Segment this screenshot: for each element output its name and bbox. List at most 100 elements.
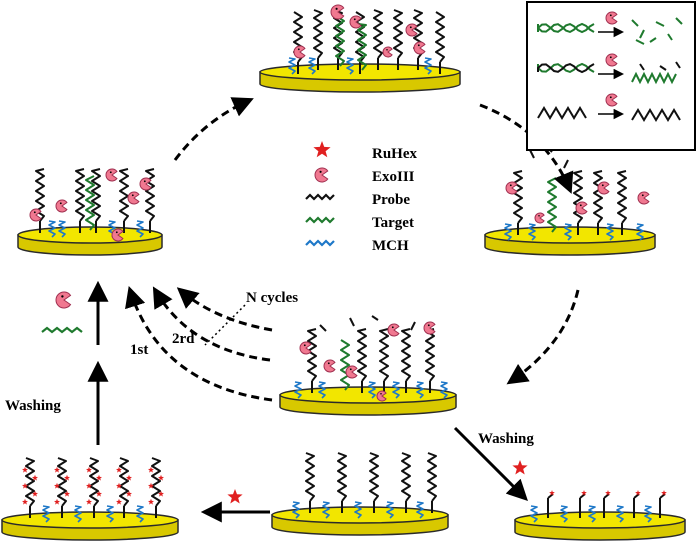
exoiii-eye (601, 184, 604, 187)
target-strand (340, 339, 350, 391)
mch-strand (136, 505, 144, 523)
inset-exoiii-icon (605, 53, 618, 67)
star-icon (512, 460, 528, 475)
arrow-washing-right (453, 426, 528, 501)
legend-mch-label: MCH (372, 238, 409, 254)
probe-strand (307, 328, 317, 382)
fragment (529, 149, 535, 159)
exoiii-pacman-icon (105, 168, 118, 182)
star-icon (64, 474, 70, 481)
probe-stub-tip (659, 493, 666, 499)
arrow-top-to-right (479, 103, 574, 194)
star-icon (126, 490, 132, 497)
probe-strand (573, 170, 583, 224)
exoiii-eye (427, 324, 430, 327)
star-icon (22, 498, 28, 505)
exoiii-eye (297, 48, 300, 51)
exoiii-eye (303, 344, 306, 347)
star-icon (32, 474, 38, 481)
legend-star-icon (313, 141, 331, 158)
mch-strand (560, 505, 568, 523)
legend-probe-label: Probe (372, 192, 410, 208)
exoiii-eye (609, 96, 612, 99)
legend-target-label: Target (372, 215, 414, 231)
star-icon (54, 466, 60, 473)
helix-strand-b (537, 62, 595, 74)
cycle-arrows (125, 97, 580, 402)
exoiii-eye (409, 26, 412, 29)
exoiii-eye (61, 295, 64, 298)
mch-strand (318, 381, 326, 399)
probe-strand (119, 168, 129, 222)
inset-fragment (655, 21, 665, 27)
inset-fragment (639, 63, 645, 71)
probe-strand (305, 452, 315, 502)
exoiii-eye (143, 180, 146, 183)
inset-probe (537, 106, 587, 120)
exoiii-pacman-icon (637, 191, 650, 205)
exoiii-pacman-icon (413, 41, 426, 55)
mch-strand (288, 57, 296, 75)
legend-probe-icon (305, 193, 335, 201)
probe-strand (427, 452, 437, 502)
probe-strand (75, 168, 85, 222)
exoiii-pacman-icon (55, 199, 68, 213)
legend-mch-icon (305, 239, 335, 247)
probe-strand (25, 457, 35, 507)
electrode-right (484, 226, 656, 244)
markers (22, 4, 667, 505)
star-icon (116, 466, 122, 473)
exoiii-eye (131, 194, 134, 197)
mch-strand (368, 381, 376, 399)
mch-strand (308, 57, 316, 75)
solid-arrows (87, 280, 528, 523)
star-icon (96, 490, 102, 497)
probe-strand (593, 170, 603, 224)
exoiii-eye (386, 49, 388, 51)
inset-exoiii-icon (605, 11, 618, 25)
legend-ruhex-label: RuHex (372, 146, 418, 162)
electrode-middle (279, 386, 457, 404)
exoiii-eye (609, 56, 612, 59)
inset-exoiii-icon (605, 93, 618, 107)
mch-strand (354, 501, 362, 519)
star-icon (227, 489, 243, 504)
star-icon (96, 474, 102, 481)
exoiii-pacman-icon (127, 191, 140, 205)
electrode-bottom-left (1, 511, 179, 529)
probe-strand (119, 457, 129, 507)
arrow-cycle-2nd (152, 286, 271, 362)
helix-strand-b (537, 22, 595, 34)
exoiii-pacman-icon (139, 177, 152, 191)
mch-strand (636, 223, 644, 241)
star-icon (148, 466, 154, 473)
arrow-left-to-top (173, 97, 254, 161)
target-strand (547, 177, 557, 233)
star-icon (605, 490, 611, 496)
exoiii-eye (609, 14, 612, 17)
exoiii-pacman-icon (111, 228, 124, 242)
probe-strand (145, 168, 155, 222)
mch-strand (136, 220, 144, 238)
exoiii-pacman-icon (382, 46, 393, 58)
inset-fragment (675, 17, 683, 25)
exoiii-pacman-icon (376, 390, 387, 402)
mch-strand (292, 501, 300, 519)
legend-exoiii-label: ExoIII (372, 169, 415, 185)
mch-strand (644, 505, 652, 523)
exoiii-eye (349, 368, 352, 371)
mch-strand (440, 381, 448, 399)
legend: RuHex ExoIII Probe Target MCH (372, 146, 418, 254)
exoiii-pacman-icon (534, 212, 545, 224)
star-icon (64, 490, 70, 497)
mch-strand (416, 381, 424, 399)
inset-fragment (639, 29, 645, 39)
probe-strand (617, 170, 627, 224)
star-icon (54, 482, 60, 489)
electrode-bottom-right (514, 511, 686, 529)
star-icon (549, 490, 555, 496)
probe-strand (369, 452, 379, 502)
probe-strand (337, 452, 347, 502)
exoiii-eye (335, 7, 338, 10)
